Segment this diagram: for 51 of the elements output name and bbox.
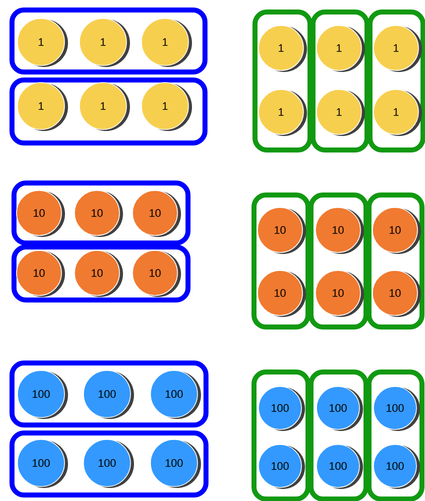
group-frame xyxy=(366,192,424,330)
coin: 10 xyxy=(315,207,364,254)
group-frame xyxy=(366,370,424,501)
coin: 10 xyxy=(372,207,421,254)
coin: 1 xyxy=(17,82,68,131)
coin: 1 xyxy=(141,82,192,131)
coin: 1 xyxy=(258,25,307,72)
coin: 100 xyxy=(17,370,68,419)
coin: 1 xyxy=(373,89,422,136)
coin: 10 xyxy=(372,270,421,317)
coin: 100 xyxy=(17,439,68,488)
coin: 1 xyxy=(373,25,422,72)
group-frame xyxy=(10,78,208,146)
coin: 10 xyxy=(74,190,123,237)
coin: 10 xyxy=(315,270,364,317)
coin: 100 xyxy=(83,439,134,488)
coin: 100 xyxy=(316,444,363,489)
coin: 100 xyxy=(373,444,420,489)
coin: 100 xyxy=(258,386,305,431)
coin: 1 xyxy=(316,25,365,72)
coin: 1 xyxy=(258,89,307,136)
group-frame xyxy=(252,10,312,152)
coin: 100 xyxy=(258,444,305,489)
coin: 1 xyxy=(141,18,192,67)
coin: 10 xyxy=(257,270,306,317)
coin: 1 xyxy=(316,89,365,136)
group-frame xyxy=(310,10,370,152)
group-frame xyxy=(368,10,425,152)
coin: 100 xyxy=(83,370,134,419)
coin: 10 xyxy=(74,250,123,297)
group-frame xyxy=(252,370,310,501)
group-frame xyxy=(10,8,208,74)
group-frame xyxy=(252,192,310,330)
group-frame xyxy=(12,244,190,302)
group-frame xyxy=(12,180,190,246)
coin: 100 xyxy=(150,439,201,488)
coin: 1 xyxy=(79,82,130,131)
coin: 10 xyxy=(132,190,181,237)
coin: 10 xyxy=(16,190,65,237)
coin: 1 xyxy=(17,18,68,67)
group-frame xyxy=(10,430,208,498)
coin: 100 xyxy=(150,370,201,419)
coin: 100 xyxy=(373,386,420,431)
coin: 10 xyxy=(132,250,181,297)
group-frame xyxy=(308,192,368,330)
coin: 10 xyxy=(16,250,65,297)
coin: 10 xyxy=(257,207,306,254)
group-frame xyxy=(10,360,208,428)
coin: 1 xyxy=(79,18,130,67)
coin: 100 xyxy=(316,386,363,431)
group-frame xyxy=(308,370,368,501)
